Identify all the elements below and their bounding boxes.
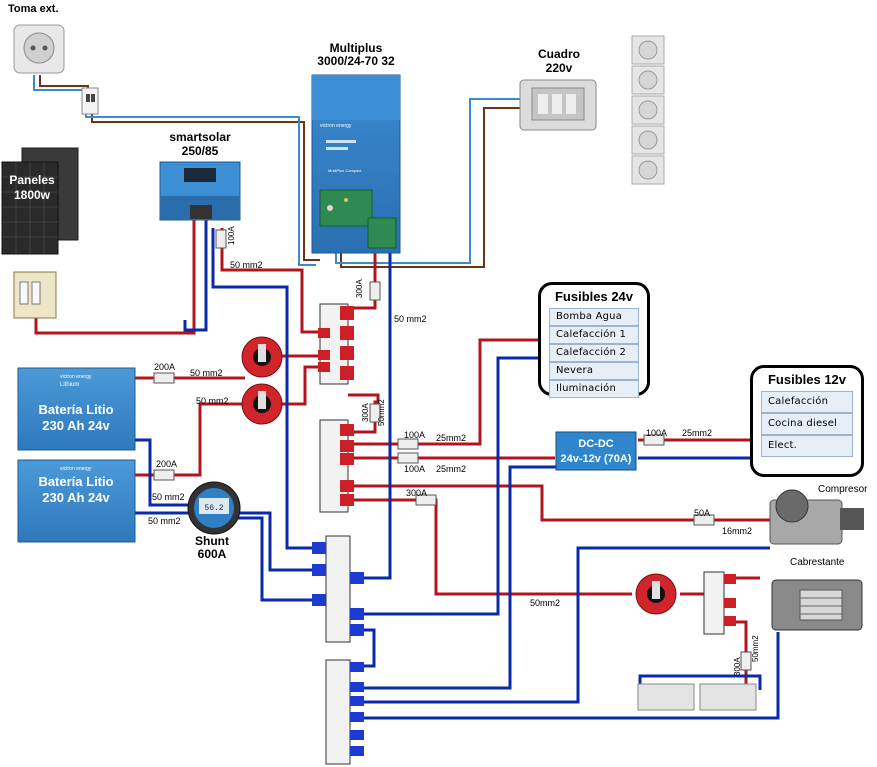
fuse-item: Elect. [761,435,853,457]
ac-wiring [33,75,520,268]
ac-outlets [631,35,665,185]
label-50mm2-bat1: 50 mm2 [190,368,223,378]
smartsolar-controller [159,161,241,221]
svg-text:victron energy: victron energy [60,466,92,472]
winch-busbar [703,571,736,635]
fuse-panel-12v-title: Fusibles 12v [767,372,847,387]
fuse-item: Nevera [549,362,639,380]
negative-busbar-main [312,535,364,643]
cuadro-voltage: 220v [546,61,573,75]
svg-text:MultiPlus Compact: MultiPlus Compact [328,168,362,173]
fuse-item: Calefacción 2 [549,344,639,362]
label-200a-bat1: 200A [154,362,175,372]
battery-switch-2 [241,383,283,425]
ac-distribution-box [519,79,597,131]
battery-switch-1 [241,336,283,378]
label-300a-winch: 300A [733,657,742,676]
label-50mm2-bus: 50mm2 [377,399,386,426]
multiplus-label: Multiplus [330,41,383,55]
fuse-item: Iluminación [549,380,639,398]
label-50mm2-solar: 50 mm2 [230,260,263,270]
cuadro-label: Cuadro [538,47,580,61]
label-100a-solar: 100A [227,226,236,245]
fuse-list-24v: Bomba Agua Calefacción 1 Calefacción 2 N… [549,308,639,398]
fuse-panel-24v: Fusibles 24v Bomba Agua Calefacción 1 Ca… [538,282,650,398]
label-50mm2-winch2: 50mm2 [751,635,760,662]
label-50mm2-shunt2: 50 mm2 [148,516,181,526]
label-25mm2-fuse24: 25mm2 [436,433,466,443]
battery-1-spec: 230 Ah 24v [42,418,110,433]
label-25mm2-fuse12: 25mm2 [682,428,712,438]
ac-breaker-small [81,87,99,115]
shunt-rating: 600A [198,547,227,561]
svg-text:victron energy: victron energy [320,123,352,129]
compresor-label: Compresor [818,484,868,495]
paneles-label: Paneles [9,173,55,187]
paneles-power: 1800w [14,188,51,202]
fuse-item: Calefacción [761,391,853,413]
fuse-item: Bomba Agua [549,308,639,326]
compressor [769,489,864,545]
multiplus-inverter: victron energy MultiPlus Compact [311,74,401,254]
label-100a-dcdc: 100A [404,464,425,474]
fuse-panel-24v-title: Fusibles 24v [554,289,634,304]
label-100a-fuse12: 100A [646,428,667,438]
label-50mm2-multi: 50 mm2 [394,314,427,324]
label-50mm2-switch: 50 mm2 [196,396,229,406]
svg-text:Lithium: Lithium [60,382,79,388]
multiplus-model: 3000/24-70 32 [317,54,395,68]
negative-busbar-secondary [325,659,364,765]
winch [771,579,863,631]
svg-text:victron energy: victron energy [60,374,92,380]
label-100a-fuse24: 100A [404,430,425,440]
fuse-item: Cocina diesel [761,413,853,435]
smartsolar-label: smartsolar [169,130,231,144]
label-16mm2-compressor: 16mm2 [722,526,752,536]
label-300a-compressor: 300A [406,488,427,498]
label-200a-bat2: 200A [156,459,177,469]
battery-switch-winch [635,573,677,615]
shunt-display-value: 56.2 [204,504,223,513]
positive-busbar-main [319,419,354,513]
label-300a-multi: 300A [355,279,364,298]
label-300a-bus: 300A [361,403,370,422]
label-25mm2-dcdc: 25mm2 [436,464,466,474]
label-50mm2-shunt1: 50 mm2 [152,492,185,502]
toma-ext-label: Toma ext. [8,3,59,15]
battery-1-label: Batería Litio [38,402,113,417]
external-socket [13,24,65,74]
label-50a-compressor: 50A [694,508,710,518]
shunt-label: Shunt [195,534,229,548]
dc-breaker-solar [13,271,57,319]
dc-negative-wiring [135,219,780,720]
fuse-item: Calefacción 1 [549,326,639,344]
cabrestante-label: Cabrestante [790,557,845,568]
dcdc-converter [555,431,637,471]
shunt-monitor [187,481,241,535]
smartsolar-model: 250/85 [182,144,219,158]
fuse-panel-12v: Fusibles 12v Calefacción Cocina diesel E… [750,365,864,477]
inline-fuses [153,229,752,671]
agm-batteries [637,683,757,711]
dcdc-spec: 24v-12v (70A) [561,453,632,465]
battery-2-spec: 230 Ah 24v [42,490,110,505]
solar-panels [1,147,79,255]
battery-1: victron energy Lithium [17,367,136,451]
positive-busbar-top [318,303,354,385]
dcdc-label: DC-DC [578,438,613,450]
battery-2-label: Batería Litio [38,474,113,489]
label-50mm2-winch: 50mm2 [530,598,560,608]
fuse-list-12v: Calefacción Cocina diesel Elect. [761,391,853,457]
battery-2: victron energy [17,459,136,543]
